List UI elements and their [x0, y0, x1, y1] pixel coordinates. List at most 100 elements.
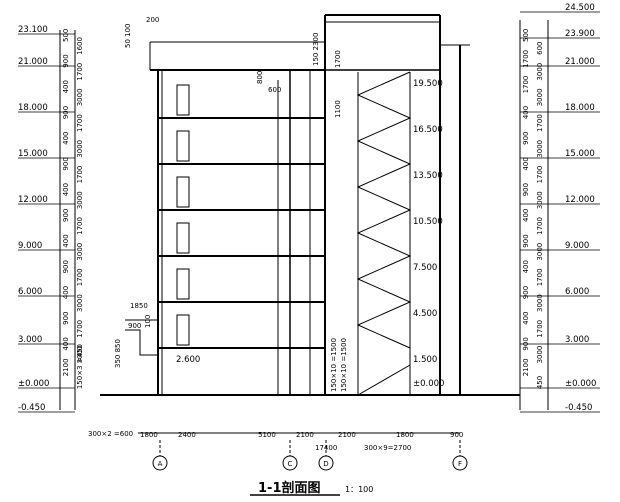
right-dim-19: 1700	[536, 268, 544, 286]
axis-bubble-A: A	[152, 455, 168, 471]
right-dim-14: 400	[522, 209, 530, 222]
entry-100-dim: 100	[144, 315, 152, 328]
canopy-600-dim: 600	[268, 86, 281, 94]
level-right-6: 9.000	[565, 241, 589, 251]
level-right-4: 15.000	[565, 149, 595, 159]
axis-label: C	[288, 460, 293, 468]
level-left-6: 6.000	[18, 287, 42, 297]
left-dim-24: 400	[62, 337, 70, 350]
right-dim-24: 900	[522, 337, 530, 350]
stair-level-3: 10.500	[413, 217, 443, 227]
left-dim-15: 1700	[76, 217, 84, 235]
left-dim-11: 1700	[76, 166, 84, 184]
axis-bubble-C: C	[282, 455, 298, 471]
level-left-8: ±0.000	[18, 379, 49, 389]
left-dim-25: 3000	[76, 346, 84, 364]
left-dim-3: 1700	[76, 63, 84, 81]
level-left-0: 23.100	[18, 25, 48, 35]
bottom-dim-2: 5100	[258, 431, 276, 439]
axis-label: A	[158, 460, 163, 468]
level-right-7: 6.000	[565, 287, 589, 297]
left-dim-20: 400	[62, 286, 70, 299]
left-dim-18: 900	[62, 260, 70, 273]
level-right-3: 18.000	[565, 103, 595, 113]
stair-level-6: 1.500	[413, 355, 437, 365]
stair-level-4: 7.500	[413, 263, 437, 273]
left-dim-14: 900	[62, 209, 70, 222]
right-dim-21: 3000	[536, 294, 544, 312]
left-dim-10: 900	[62, 157, 70, 170]
right-dim-18: 400	[522, 260, 530, 273]
level-right-8: 3.000	[565, 335, 589, 345]
stair-level-2: 13.500	[413, 171, 443, 181]
bottom-dim-5: 1800	[396, 431, 414, 439]
right-dim-6: 400	[522, 106, 530, 119]
drawing-scale: 1：100	[345, 485, 373, 494]
right-dim-2: 1700	[522, 50, 530, 68]
right-dim-4: 1700	[522, 76, 530, 94]
level-left-1: 21.000	[18, 57, 48, 67]
drawing-title: 1-1剖面图	[258, 480, 321, 496]
level-left-9: -0.450	[18, 403, 45, 413]
left-dim-27: 150×3 =450	[76, 344, 84, 389]
bottom-dim-3: 2100	[296, 431, 314, 439]
left-dim-23: 1700	[76, 320, 84, 338]
bottom-dim-1: 2400	[178, 431, 196, 439]
right-dim-10: 400	[522, 157, 530, 170]
right-dim-7: 1700	[536, 114, 544, 132]
entry-350-dim: 350 850	[114, 339, 122, 368]
level-left-3: 15.000	[18, 149, 48, 159]
parapet-top-dim: 200	[146, 16, 159, 24]
right-dim-13: 3000	[536, 191, 544, 209]
axis-bubble-D: D	[318, 455, 334, 471]
right-dim-22: 400	[522, 311, 530, 324]
left-dim-21: 3000	[76, 294, 84, 312]
right-dim-9: 3000	[536, 140, 544, 158]
right-dim-3: 3000	[536, 63, 544, 81]
right-dim-5: 3000	[536, 88, 544, 106]
right-dim-11: 1700	[536, 166, 544, 184]
right-dim-12: 900	[522, 183, 530, 196]
entry-level: 2.600	[176, 355, 200, 365]
entry-1850-dim: 1850	[130, 302, 148, 310]
stair-level-1: 16.500	[413, 125, 443, 135]
stair-run-dim: 300×9=2700	[364, 444, 411, 452]
left-dim-8: 400	[62, 131, 70, 144]
right-dim-26: 2100	[522, 358, 530, 376]
stair-level-5: 4.500	[413, 309, 437, 319]
roof-dim: 150 2300	[312, 33, 320, 66]
left-dim-17: 3000	[76, 243, 84, 261]
right-dim-27: 450	[536, 376, 544, 389]
stair-level-0: 19.500	[413, 79, 443, 89]
right-dim-8: 900	[522, 131, 530, 144]
left-dim-4: 400	[62, 80, 70, 93]
left-dim-7: 1700	[76, 114, 84, 132]
bottom-dim-0: 1800	[140, 431, 158, 439]
bottom-dim-6: 900	[450, 431, 463, 439]
right-dim-25: 3000	[536, 346, 544, 364]
roof-1100-dim: 1100	[334, 100, 342, 118]
left-dim-2: 900	[62, 54, 70, 67]
level-right-0: 24.500	[565, 3, 595, 13]
left-dim-6: 900	[62, 106, 70, 119]
left-dim-9: 3000	[76, 140, 84, 158]
right-dim-0: 500	[522, 29, 530, 42]
left-dim-0: 500	[62, 29, 70, 42]
roof-1700-dim: 1700	[334, 50, 342, 68]
level-right-5: 12.000	[565, 195, 595, 205]
right-dim-17: 3000	[536, 243, 544, 261]
canopy-800-dim: 800	[256, 71, 264, 84]
level-left-4: 12.000	[18, 195, 48, 205]
level-left-2: 18.000	[18, 103, 48, 113]
left-dim-19: 1700	[76, 268, 84, 286]
stair-level-7: ±0.000	[413, 379, 444, 389]
right-dim-23: 1700	[536, 320, 544, 338]
left-bottom-dim: 300×2 =600	[88, 430, 133, 438]
stair-bottom-a: 150×10 =1500	[330, 338, 338, 392]
level-right-1: 23.900	[565, 29, 595, 39]
bottom-total-dim: 17400	[315, 444, 337, 452]
bottom-dim-4: 2100	[338, 431, 356, 439]
axis-bubble-F: F	[452, 455, 468, 471]
axis-label: F	[458, 460, 462, 468]
